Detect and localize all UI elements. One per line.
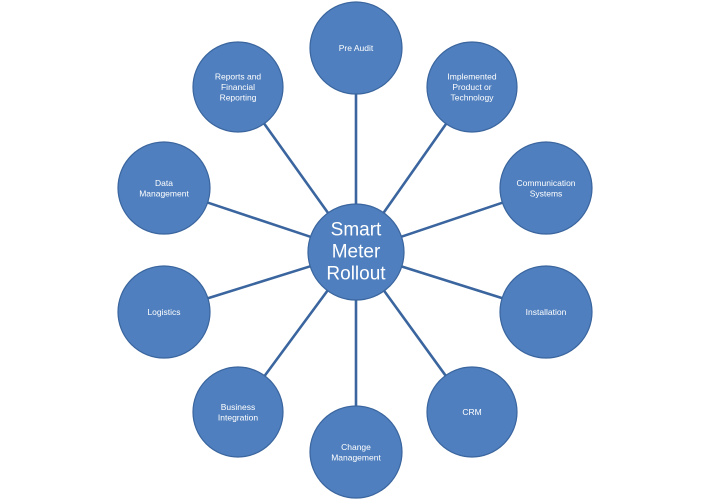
node-label-implemented-product-line-1: Implemented [447,72,496,82]
connector-installation [401,265,503,300]
node-circle-crm [426,366,518,458]
node-label-communication-systems-line-1: Communication [516,178,575,188]
connector-logistics [207,265,311,300]
node-circle-communication-systems [499,141,593,235]
node-label-pre-audit-line-1: Pre Audit [339,43,374,53]
node-label-data-management-line-1: Data [155,178,173,188]
node-circle-reports-financial [192,41,284,133]
node-label-installation-line-1: Installation [526,307,567,317]
node-pre-audit: Pre Audit [309,1,403,95]
node-logistics: Logistics [117,265,211,359]
hub-label-line-1: Smart [331,220,382,241]
node-label-communication-systems-line-2: Systems [530,188,563,198]
node-label-change-management-line-2: Management [331,452,381,462]
node-label-change-management-line-1: Change [341,442,371,452]
node-crm: CRM [426,366,518,458]
node-label-reports-financial-line-3: Reporting [220,93,257,103]
node-label-business-integration-line-2: Integration [218,412,258,422]
node-circle-pre-audit [309,1,403,95]
connector-crm [383,290,447,377]
connector-communication-systems [401,201,503,238]
hub-label-line-3: Rollout [326,264,386,285]
hub-circle [307,203,405,301]
node-label-implemented-product-line-2: Product or [452,82,491,92]
connector-business-integration [263,289,329,377]
node-label-data-management-line-2: Management [139,188,189,198]
node-label-crm-line-1: CRM [462,407,481,417]
node-circle-business-integration [192,366,284,458]
node-label-business-integration-line-1: Business [221,402,256,412]
node-label-reports-financial-line-1: Reports and [215,72,262,82]
node-label-logistics-line-1: Logistics [147,307,180,317]
node-installation: Installation [499,265,593,359]
node-circle-data-management [117,141,211,235]
connector-data-management [207,201,311,239]
hub-label-line-2: Meter [332,242,381,263]
node-label-implemented-product-line-3: Technology [450,93,494,103]
node-circle-implemented-product [426,41,518,133]
node-circle-installation [499,265,593,359]
node-label-reports-financial-line-2: Financial [221,82,255,92]
connector-implemented-product [382,123,448,214]
connector-reports-financial [263,122,330,214]
spokes-group [207,94,503,406]
node-circle-logistics [117,265,211,359]
node-circle-change-management [309,405,403,499]
